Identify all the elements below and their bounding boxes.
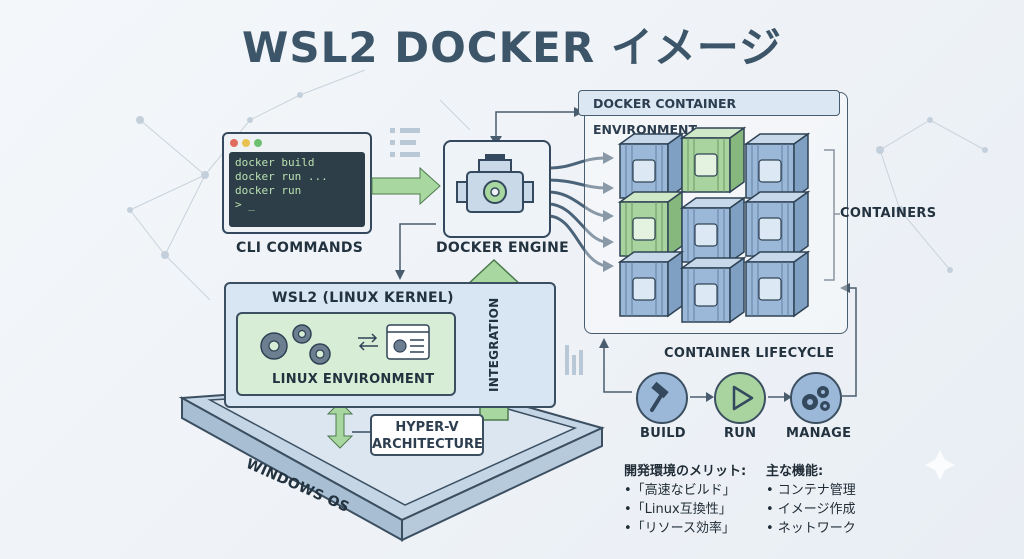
feature-item: • コンテナ管理 bbox=[766, 483, 856, 498]
wsl2-label: WSL2 (LINUX KERNEL) bbox=[272, 290, 454, 306]
close-dot-icon bbox=[230, 139, 238, 147]
merit-item: •「Linux互換性」 bbox=[624, 502, 732, 517]
settings-window-icon bbox=[386, 324, 430, 360]
terminal-screen: docker build docker run ... docker run >… bbox=[229, 152, 365, 227]
terminal-line: docker run bbox=[235, 184, 302, 197]
manage-step bbox=[790, 372, 842, 424]
gears-icon bbox=[802, 386, 830, 411]
merits-notes: 開発環境のメリット: •「高速なビルド」 •「Linux互換性」 •「リソース効… bbox=[624, 462, 746, 538]
hyper-v-line2: ARCHITECTURE bbox=[372, 437, 483, 452]
terminal-line: docker run ... bbox=[235, 170, 328, 183]
page-title: WSL2 DOCKER イメージ bbox=[242, 23, 782, 72]
linux-environment-box: LINUX ENVIRONMENT bbox=[236, 312, 456, 396]
build-step bbox=[636, 372, 688, 424]
maximize-dot-icon bbox=[254, 139, 262, 147]
features-heading: 主な機能: bbox=[766, 464, 824, 479]
manage-label: MANAGE bbox=[786, 426, 852, 441]
integration-label: INTEGRATION bbox=[487, 297, 501, 392]
docker-engine-label: DOCKER ENGINE bbox=[436, 240, 570, 256]
terminal-line: > _ bbox=[235, 198, 255, 211]
merit-item: •「高速なビルド」 bbox=[624, 483, 736, 498]
run-label: RUN bbox=[724, 426, 757, 441]
engine-icon bbox=[456, 154, 534, 213]
minimize-dot-icon bbox=[242, 139, 250, 147]
terminal-line: docker build bbox=[235, 156, 315, 169]
cli-terminal: docker build docker run ... docker run >… bbox=[222, 132, 372, 234]
containers-label: CONTAINERS bbox=[840, 206, 937, 221]
build-label: BUILD bbox=[640, 426, 686, 441]
hammer-icon bbox=[650, 381, 669, 412]
feature-item: • イメージ作成 bbox=[766, 502, 856, 517]
docker-engine-box bbox=[443, 140, 551, 238]
play-icon bbox=[732, 385, 754, 411]
swap-arrows-icon bbox=[358, 333, 378, 351]
hyper-v-box: HYPER-V ARCHITECTURE bbox=[370, 414, 484, 456]
linux-environment-label: LINUX ENVIRONMENT bbox=[272, 372, 435, 387]
hyper-v-line1: HYPER-V bbox=[395, 420, 459, 435]
cli-commands-label: CLI COMMANDS bbox=[236, 240, 364, 256]
run-step bbox=[714, 372, 766, 424]
containers-grid bbox=[619, 127, 809, 323]
feature-item: • ネットワーク bbox=[766, 521, 856, 536]
lifecycle-title: CONTAINER LIFECYCLE bbox=[664, 346, 835, 361]
merits-heading: 開発環境のメリット: bbox=[624, 464, 747, 479]
gears-icon bbox=[260, 324, 331, 365]
docker-environment-title: DOCKER CONTAINER ENVIRONMENT bbox=[578, 90, 840, 137]
features-notes: 主な機能: • コンテナ管理 • イメージ作成 • ネットワーク bbox=[766, 462, 856, 538]
merit-item: •「リソース効率」 bbox=[624, 521, 736, 536]
